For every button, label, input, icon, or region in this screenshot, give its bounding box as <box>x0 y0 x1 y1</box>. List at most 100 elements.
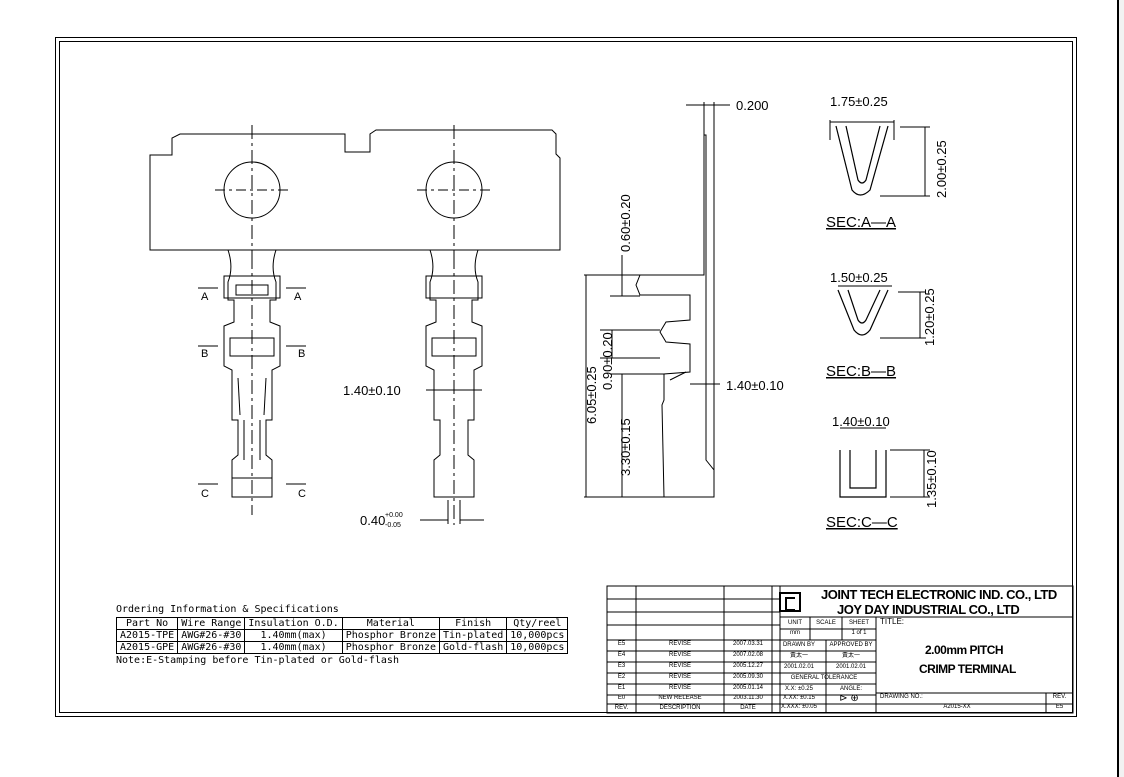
drawing-no: A2015-XX <box>943 704 971 710</box>
rev-date: 2005.12.27 <box>732 663 764 669</box>
section-title-b: SEC:B—B <box>826 363 896 380</box>
section-title-a: SEC:A—A <box>826 214 896 231</box>
section-markers: A A B B C C <box>201 291 306 500</box>
company-name-2: JOY DAY INDUSTRIAL CO., LTD <box>837 602 1020 617</box>
drawn-signature: 黃太一 <box>789 653 808 659</box>
section-views <box>829 120 930 498</box>
dimension-labels: 0.200 1.75±0.25 2.00±0.25 1.50±0.25 1.20… <box>343 94 949 529</box>
rev-desc: REVISE <box>668 674 691 680</box>
section-mark-a-right: A <box>294 291 302 303</box>
rev-code: E4 <box>617 652 626 658</box>
rev-code: E1 <box>617 685 626 691</box>
company-logo-icon <box>779 592 801 612</box>
drawing-frame-outer <box>55 37 1077 717</box>
ordering-header-row: Part No Wire Range Insulation O.D. Mater… <box>115 617 569 630</box>
rev-code: E5 <box>617 641 626 647</box>
dim-sec-b-height: 1.20±0.25 <box>922 288 937 346</box>
dim-side-width: 1.40±0.10 <box>726 378 784 393</box>
section-mark-a-left: A <box>201 291 209 303</box>
rev-desc: REVISE <box>668 663 691 669</box>
ordering-title: Ordering Information & Specifications <box>116 604 339 615</box>
cell-part-no: A2015-TPE <box>115 629 179 642</box>
ordering-note: Note:E-Stamping before Tin-plated or Gol… <box>116 655 399 666</box>
dim-sec-c-height: 1.35±0.10 <box>924 450 939 508</box>
dim-tip-tol-plus: +0.00 <box>385 512 403 519</box>
cell-qty: 10,000pcs <box>506 641 569 654</box>
cell-finish: Gold-flash <box>439 641 508 654</box>
dim-mid-height: 0.90±0.20 <box>600 332 615 390</box>
terminal-side-view <box>584 102 730 498</box>
cell-insulation: 1.40mm(max) <box>244 641 343 654</box>
rev-desc: NEW RELEASE <box>658 695 702 701</box>
col-rev-header: REV. <box>614 705 629 711</box>
section-mark-b-left: B <box>201 348 208 360</box>
approved-by-label: APPROVED BY <box>829 642 873 648</box>
section-mark-c-right: C <box>298 488 306 500</box>
header-insulation: Insulation O.D. <box>244 617 343 630</box>
ordering-info: Ordering Information & Specifications Pa… <box>115 604 569 666</box>
rev-date: 2005.09.30 <box>732 674 764 680</box>
cell-material: Phosphor Bronze <box>341 629 441 642</box>
dim-tip-width: 0.40 <box>360 513 385 528</box>
carrier-strip <box>149 125 561 255</box>
title-line-1: 2.00mm PITCH <box>925 643 1004 657</box>
dim-sec-c-width: 1.40±0.10 <box>832 414 890 429</box>
angle-label: ANGLE: <box>839 686 862 692</box>
header-part-no: Part No <box>115 617 179 630</box>
rev-date: 2007.02.08 <box>732 652 764 658</box>
header-finish: Finish <box>439 617 508 630</box>
cell-qty: 10,000pcs <box>506 629 569 642</box>
dim-sec-a-height: 2.00±0.25 <box>934 140 949 198</box>
dim-overall-length: 6.05±0.25 <box>584 366 599 424</box>
general-tolerance-label: GENERAL TOLERANCE <box>790 675 858 681</box>
sheet-label: SHEET <box>848 620 869 626</box>
cell-insulation: 1.40mm(max) <box>244 629 343 642</box>
unit-label: UNIT <box>788 620 802 626</box>
table-row: A2015-GPE AWG#26-#30 1.40mm(max) Phospho… <box>115 641 569 654</box>
approved-date: 2001.02.01 <box>835 664 867 670</box>
dim-sec-a-width: 1.75±0.25 <box>830 94 888 109</box>
table-row: A2015-TPE AWG#26-#30 1.40mm(max) Phospho… <box>115 629 569 642</box>
vertical-scrollbar[interactable] <box>1119 0 1124 777</box>
tolerance-2: X.XX: ±0.15 <box>783 695 815 701</box>
title-line-2: CRIMP TERMINAL <box>919 662 1016 676</box>
unit-value: mm <box>790 630 800 636</box>
header-material: Material <box>341 617 441 630</box>
dim-tab-height: 0.60±0.20 <box>618 194 633 252</box>
section-mark-c-left: C <box>201 488 209 500</box>
drawing-frame-inner <box>59 41 1073 713</box>
section-title-c: SEC:C—C <box>826 514 898 531</box>
drawn-by-label: DRAWN BY <box>782 642 816 648</box>
col-desc-header: DESCRIPTION <box>659 705 701 711</box>
rev-code: E3 <box>617 663 626 669</box>
dim-sec-b-width: 1.50±0.25 <box>830 270 888 285</box>
title-block: JOINT TECH ELECTRONIC IND. CO., LTD JOY … <box>607 586 1073 713</box>
header-wire-range: Wire Range <box>177 617 246 630</box>
rev-date: 2003.11.30 <box>733 695 763 701</box>
header-qty: Qty/reel <box>506 617 569 630</box>
rev-desc: REVISE <box>668 652 691 658</box>
sheet-value: 1 of 1 <box>851 630 867 636</box>
rev-label: REV. <box>1052 694 1067 700</box>
rev-value: E5 <box>1055 704 1064 710</box>
window-edge-line <box>1117 0 1119 777</box>
rev-desc: REVISE <box>668 641 691 647</box>
cell-part-no: A2015-GPE <box>115 641 179 654</box>
rev-code: E0 <box>617 695 626 701</box>
ordering-table: Part No Wire Range Insulation O.D. Mater… <box>115 617 569 654</box>
drawing-no-label: DRAWING NO.: <box>880 694 923 700</box>
scale-label: SCALE <box>816 620 836 626</box>
approved-signature: 黃太一 <box>841 653 860 659</box>
title-label: TITLE: <box>880 617 905 626</box>
rev-date: 2005.01.14 <box>732 685 764 691</box>
tolerance-1: X.X: ±0.25 <box>785 686 813 692</box>
dim-lower-height: 3.30±0.15 <box>618 418 633 476</box>
company-name-1: JOINT TECH ELECTRONIC IND. CO., LTD <box>821 587 1057 602</box>
rev-desc: REVISE <box>668 685 691 691</box>
rev-code: E2 <box>617 674 626 680</box>
dim-tip-tol-minus: -0.05 <box>385 522 401 529</box>
cell-wire-range: AWG#26-#30 <box>177 629 246 642</box>
section-mark-b-right: B <box>298 348 305 360</box>
dim-thickness: 0.200 <box>736 98 769 113</box>
